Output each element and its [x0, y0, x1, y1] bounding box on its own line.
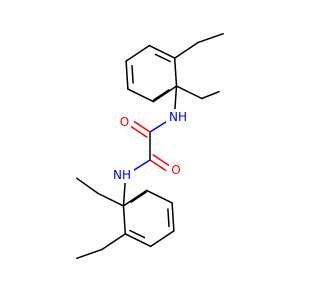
bond: [152, 85, 178, 103]
bond: [167, 208, 170, 228]
oxygen-atom-label: O: [120, 115, 129, 129]
label-background: [117, 114, 131, 130]
bond: [145, 189, 173, 204]
bond: [131, 64, 134, 84]
bond: [148, 44, 176, 59]
bond: [171, 202, 175, 232]
methyl-bond: [76, 177, 99, 195]
methyl-bond: [173, 41, 199, 59]
bond: [122, 205, 127, 235]
bond: [125, 44, 151, 62]
label-background: [169, 162, 183, 178]
double-bond: [130, 126, 148, 138]
double-bond: [133, 121, 151, 133]
methyl-bond: [197, 32, 224, 44]
bond: [129, 229, 146, 239]
bond: [173, 57, 178, 87]
oxygen-atom-label: O: [171, 163, 180, 177]
nh-atom-label: NH: [169, 110, 187, 124]
label-background: [166, 109, 190, 125]
bond: [122, 189, 148, 207]
chemical-structure: O O NH NH: [76, 32, 224, 260]
methyl-bond: [201, 90, 220, 100]
bond: [130, 191, 147, 203]
bond: [124, 233, 152, 248]
bond: [154, 53, 171, 63]
methyl-bond: [76, 248, 103, 260]
methyl-bond: [101, 233, 127, 251]
upper-aryl-ring: [125, 32, 224, 118]
methyl-bond: [97, 192, 125, 207]
double-bond: [152, 154, 170, 166]
label-background: [110, 167, 134, 183]
bond: [153, 89, 170, 101]
bond: [127, 88, 155, 103]
double-bond: [149, 159, 167, 171]
oxamide-core: [124, 115, 176, 177]
bond: [125, 60, 129, 90]
lower-aryl-ring: [76, 174, 175, 260]
nh-atom-label: NH: [113, 168, 131, 182]
methyl-bond: [175, 85, 203, 100]
bond: [149, 230, 175, 248]
